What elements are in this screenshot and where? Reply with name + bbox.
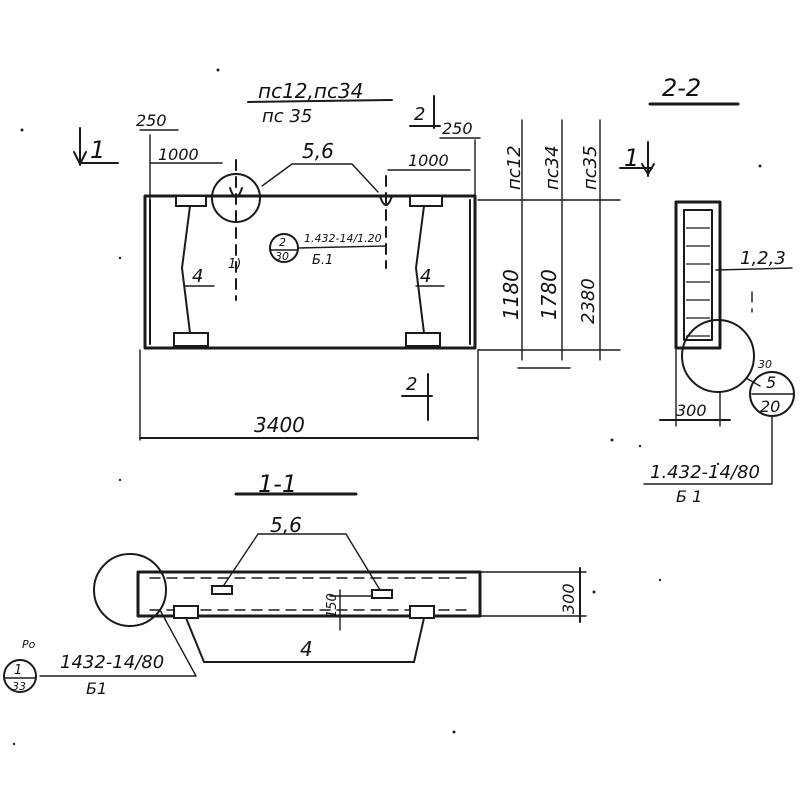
dim-250-right: 250: [442, 119, 473, 138]
mark-center: 1): [228, 257, 241, 272]
variant-name-2: пс34: [542, 145, 563, 190]
scan-specks: [12, 68, 762, 746]
section-2-2-detail-circle: [681, 319, 755, 393]
plate-bottom-right: [405, 332, 441, 347]
plan-title-top: пс12,пс34: [258, 79, 363, 103]
ref-plan-circle-num: 2: [279, 236, 286, 249]
section-1-1-ref-sheet: Б1: [86, 679, 107, 698]
section-2-2-ref-doc: 1.432-14/80: [650, 462, 760, 483]
section-2-2-ref-small: 30: [758, 358, 772, 371]
section-1-1-detail-circle: [93, 553, 167, 627]
plan-title-bottom: пс 35: [262, 106, 312, 127]
section-2-2-profile: [674, 200, 722, 350]
dim-1000-right: 1000: [408, 151, 449, 170]
variant-height-2: 1780: [537, 269, 561, 320]
section-1-1: 1-1 5,6 4 150 300 1 33 Ро 1432-1: [3, 470, 587, 698]
section-2-2: 2-2 1,2,3 300 5 20 30 1.432-14/80 Б 1: [643, 74, 795, 506]
section-1-1-brace: 4: [300, 637, 313, 661]
plan-view: пс12,пс34 пс 35 1000 1000 250 250 5,6 1)…: [73, 79, 655, 441]
section-2-2-positions: 1,2,3: [740, 248, 786, 269]
section-1-1-ref-doc: 1432-14/80: [60, 652, 164, 673]
variant-height-3: 2380: [578, 278, 599, 324]
variant-height-1: 1180: [499, 269, 523, 320]
ref-plan-circle-den: 30: [275, 250, 289, 263]
plate-top-left: [175, 195, 207, 207]
section-mark-2-top: 2: [414, 104, 425, 125]
section-mark-2-bottom: 2: [406, 374, 417, 395]
section-1-1-ref-circle: [3, 659, 37, 693]
dim-1000-left: 1000: [158, 145, 199, 164]
brace-left: 4: [192, 266, 203, 287]
section-2-2-title: 2-2: [662, 74, 701, 102]
section-1-1-loops: 5,6: [270, 513, 302, 537]
section-2-2-ref-num: 5: [766, 373, 776, 392]
brace-right: 4: [420, 266, 431, 287]
section-1-1-ref-num: 1: [14, 663, 22, 678]
section-2-2-width: 300: [676, 401, 707, 420]
dim-3400: 3400: [254, 413, 305, 437]
section-1-1-ref-den: 33: [12, 680, 26, 693]
variant-name-1: пс12: [504, 145, 525, 190]
section-1-1-ref-prefix: Ро: [22, 638, 36, 651]
variant-name-3: пс35: [580, 145, 601, 190]
section-1-1-dim-150: 150: [325, 593, 340, 618]
section-1-1-thickness: 300: [559, 583, 578, 614]
panel-outline: [143, 194, 477, 350]
loops-label: 5,6: [302, 139, 334, 163]
section-mark-1-left: 1: [90, 136, 105, 164]
ref-plan-doc: 1.432-14/1.20: [304, 232, 382, 245]
plate-bottom-left: [173, 332, 209, 347]
plate-top-right: [409, 195, 443, 207]
ref-plan-sheet: Б.1: [312, 253, 333, 268]
section-mark-1-right: 1: [624, 144, 639, 172]
section-2-2-ref-sheet: Б 1: [676, 487, 702, 506]
section-1-1-slab: [136, 570, 482, 618]
section-2-2-ref-den: 20: [760, 397, 780, 416]
dim-250-left: 250: [136, 111, 167, 130]
